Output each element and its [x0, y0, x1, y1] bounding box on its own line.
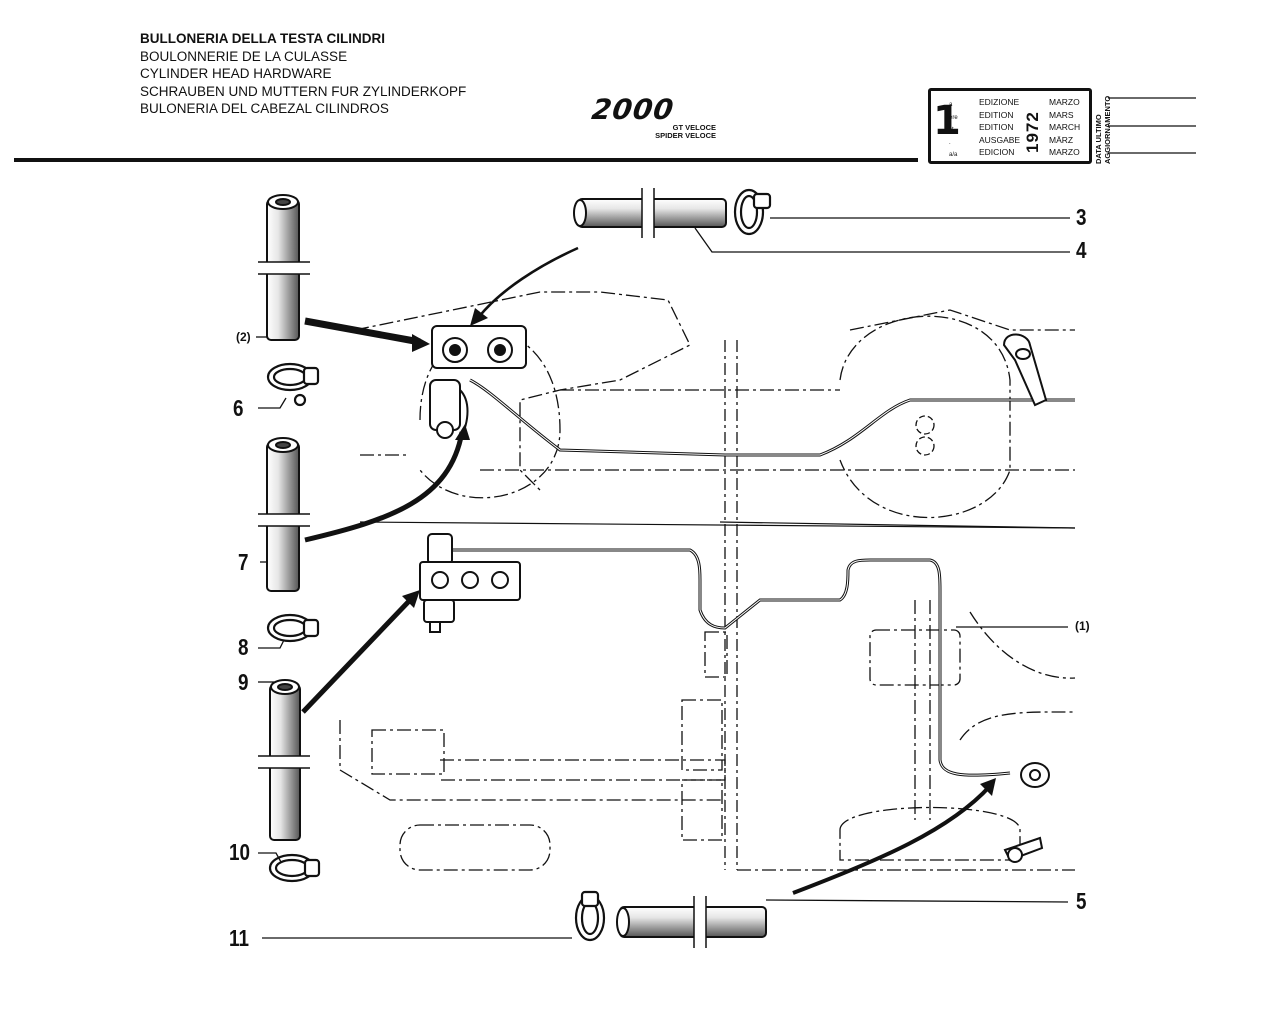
- edition-word: EDIZIONE: [979, 97, 1020, 107]
- title-line-german: SCHRAUBEN UND MUTTERN FUR ZYLINDERKOPF: [140, 83, 467, 99]
- car-side-view: [354, 291, 1075, 518]
- hose-clamp-8: [266, 613, 320, 643]
- car-top-view: [339, 600, 1076, 871]
- edition-month: MARCH: [1049, 122, 1081, 132]
- callout-10: 10: [229, 839, 250, 865]
- edition-suffix: a: [949, 102, 953, 108]
- edition-month: MARZO: [1049, 147, 1080, 157]
- heater-tap-lower: [1003, 762, 1050, 863]
- edition-month: MARZO: [1049, 97, 1080, 107]
- hose-break: [258, 262, 310, 274]
- edition-suffix: a/a: [949, 152, 958, 158]
- edition-word: EDICION: [979, 147, 1015, 157]
- pipe-fitting: [915, 436, 935, 456]
- heater-valve-upper: [1002, 333, 1048, 407]
- edition-word: EDITION: [979, 109, 1014, 120]
- title-line-english: CYLINDER HEAD HARDWARE: [140, 66, 332, 81]
- edition-box: 1 a ère st . a/a EDIZIONE EDITION EDITIO…: [928, 88, 1092, 164]
- leader-lines: [256, 217, 1070, 939]
- callout-9: 9: [238, 669, 249, 695]
- callout-note-1: (1): [1075, 619, 1090, 633]
- callout-6: 6: [233, 395, 244, 421]
- callout-4: 4: [1076, 237, 1087, 263]
- hose-part-5: [616, 906, 767, 938]
- edition-words: EDIZIONE EDITION EDITION AUSGABE EDICION: [979, 96, 1020, 159]
- edition-month: MARS: [1049, 109, 1074, 120]
- logo-sub-spider: SPIDER VELOCE: [655, 131, 716, 140]
- arrow-hose-9: [301, 596, 414, 714]
- carburettor-assembly-upper: [429, 325, 527, 441]
- model-logo: 2000 GT VELOCE SPIDER VELOCE: [590, 93, 722, 140]
- ground-line: [719, 521, 1076, 529]
- logo-sub-gt: GT VELOCE: [672, 123, 716, 132]
- callout-note-2: (2): [236, 330, 251, 344]
- edition-months: MARZO MARS MARCH MÄRZ MARZO: [1049, 96, 1080, 159]
- edition-suffix: .: [949, 139, 951, 146]
- callout-7: 7: [238, 549, 249, 575]
- title-line-italian: BULLONERIA DELLA TESTA CILINDRI: [140, 31, 385, 46]
- pointer-arrows: [301, 246, 996, 895]
- title-line-spanish: BULONERIA DEL CABEZAL CILINDROS: [140, 101, 389, 116]
- title-line-french: BOULONNERIE DE LA CULASSE: [140, 48, 348, 64]
- logo-subtitle: GT VELOCE SPIDER VELOCE: [650, 124, 716, 140]
- callout-8: 8: [238, 634, 249, 660]
- edition-suffix: st: [949, 127, 954, 133]
- hose-clamp-6: [266, 362, 320, 407]
- heater-pipe-upper: [469, 378, 1075, 457]
- title-block: BULLONERIA DELLA TESTA CILINDRI BOULONNE…: [140, 30, 466, 118]
- hose-clamp-10: [268, 853, 321, 883]
- edition-word: AUSGABE: [979, 134, 1021, 145]
- edition-month: MÄRZ: [1049, 134, 1074, 145]
- arrow-hose-7: [304, 431, 465, 543]
- pipe-fitting: [915, 415, 935, 435]
- callout-3: 3: [1076, 204, 1087, 230]
- hose-clamp-3: [733, 188, 772, 236]
- edition-word: EDITION: [979, 122, 1014, 132]
- hose-clamp-11: [574, 890, 606, 942]
- callout-11: 11: [229, 925, 249, 951]
- arrow-hose-2: [304, 317, 421, 346]
- arrow-to-upper-carb: [476, 246, 579, 319]
- callout-5: 5: [1076, 888, 1087, 914]
- ground-line: [359, 521, 1076, 529]
- edition-number: 1: [933, 98, 961, 144]
- carburettor-assembly-lower: [419, 533, 521, 633]
- edition-suffixes: a ère st . a/a: [949, 99, 958, 162]
- arrow-hose-5: [792, 784, 992, 895]
- edition-suffix: ère: [949, 114, 958, 121]
